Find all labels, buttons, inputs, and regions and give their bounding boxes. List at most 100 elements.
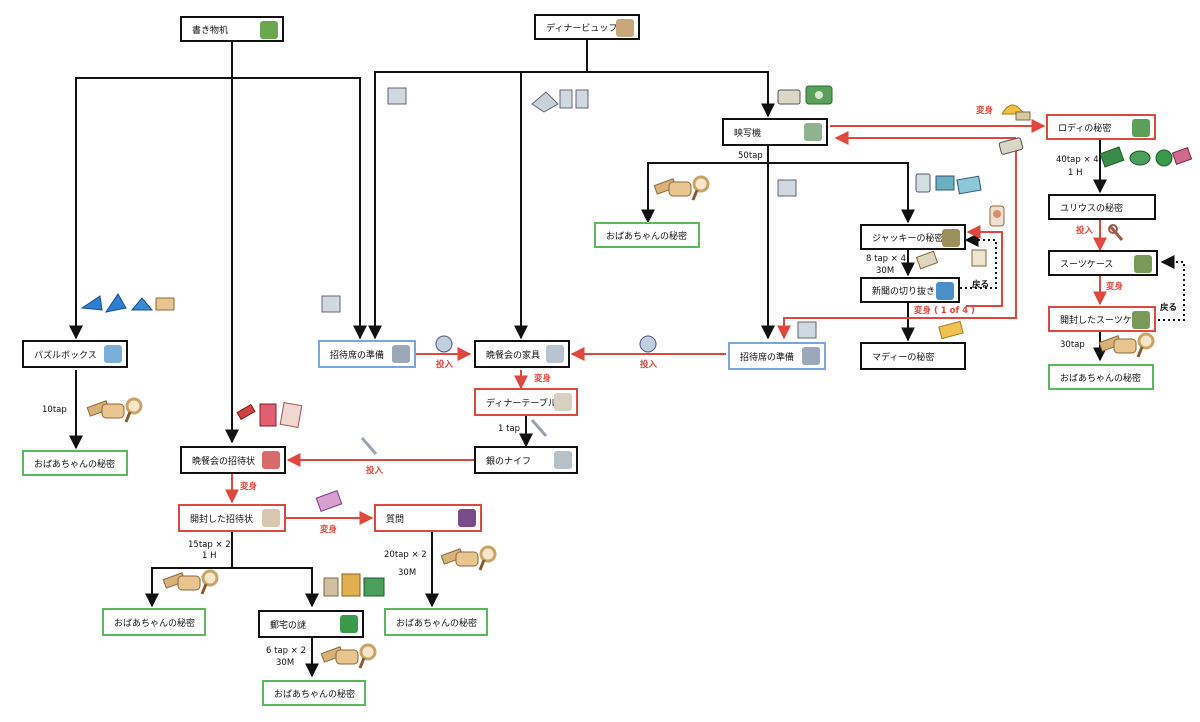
edge-label-tap: 30tap [1060, 340, 1085, 350]
node-julius-secret[interactable]: ユリウスの秘密 [1048, 194, 1156, 220]
node-label: おばあちゃんの秘密 [1060, 373, 1142, 384]
node-guest-seat-prep[interactable]: 招待席の準備 [318, 340, 416, 368]
node-label: ディナーテーブル [486, 398, 557, 409]
node-label: ロディの秘密 [1058, 123, 1112, 134]
node-silver-knife[interactable]: 銀のナイフ [474, 446, 578, 474]
rodi-icon [1132, 119, 1150, 137]
desk-icon [260, 21, 278, 39]
newspaper-icons [915, 249, 987, 270]
node-grandma-secret[interactable]: おばあちゃんの秘密 [102, 608, 206, 636]
edge-label-time: 1 H [202, 551, 217, 561]
edge-label-time: 30M [276, 658, 295, 668]
edge-label-transform: 変身 [1106, 282, 1124, 292]
item-icons [80, 85, 1193, 669]
node-madie-secret[interactable]: マディーの秘密 [860, 342, 966, 370]
node-residence-mystery[interactable]: 郵宅の謎 [258, 610, 364, 638]
camera-icons [915, 173, 982, 195]
edge-label-transform: 変身 [976, 106, 994, 116]
node-label: 開封したスーツケース [1060, 315, 1150, 326]
node-grandma-secret[interactable]: おばあちゃんの秘密 [262, 680, 366, 706]
jackie-icon [942, 229, 960, 247]
node-dinner-table[interactable]: ディナーテーブル [474, 388, 578, 416]
magnifier-icon-group [440, 545, 497, 571]
newspaper-icon [936, 282, 954, 300]
puzzle-box-icon [104, 345, 122, 363]
node-puzzle-box[interactable]: パズルボックス [22, 340, 128, 368]
node-label: 開封した招待状 [190, 514, 254, 525]
magnifier-icon-group [1098, 332, 1155, 358]
edge [514, 71, 587, 340]
node-label: おばあちゃんの秘密 [396, 618, 478, 629]
node-jackie-secret[interactable]: ジャッキーの秘密 [860, 224, 966, 250]
node-opened-suitcase[interactable]: 開封したスーツケース [1048, 306, 1156, 332]
knife-icon [360, 437, 378, 455]
node-label: 映写機 [734, 128, 762, 139]
node-grandma-secret[interactable]: おばあちゃんの秘密 [594, 222, 700, 248]
node-label: パズルボックス [34, 350, 97, 361]
node-banquet-furniture[interactable]: 晩餐会の家具 [474, 340, 570, 368]
node-suitcase[interactable]: スーツケース [1048, 250, 1158, 276]
chairs-icon [531, 89, 589, 113]
edge [145, 532, 233, 608]
edge-label-transform: 変身 [534, 374, 552, 384]
magnifier-icon-group [320, 643, 377, 669]
ticket-icon [938, 320, 964, 340]
edge-label-tap: 40tap × 4 [1056, 155, 1099, 165]
edge-back [1158, 255, 1185, 321]
node-label: 郵宅の謎 [270, 620, 307, 631]
film-reels-icon [777, 85, 833, 105]
edge-label-tap: 50tap [738, 151, 763, 161]
node-label: おばあちゃんの秘密 [34, 459, 116, 470]
film-icon [998, 137, 1024, 155]
edge-label-time: 30M [398, 568, 417, 578]
node-newspaper-clipping[interactable]: 新聞の切り抜き [860, 277, 960, 303]
edge [587, 71, 775, 118]
suitcase-icon [1134, 255, 1152, 273]
node-writing-desk[interactable]: 書き物机 [180, 16, 284, 42]
edge-red [777, 138, 1017, 340]
edge-label-time: 1 H [1068, 168, 1083, 178]
key-icon [1108, 224, 1124, 241]
node-banquet-invitation[interactable]: 晩餐会の招待状 [180, 446, 286, 474]
node-label: おばあちゃんの秘密 [606, 231, 688, 242]
cabinet-icons [323, 573, 385, 597]
node-projector[interactable]: 映写機 [722, 118, 828, 146]
edge-back [960, 233, 997, 289]
node-label: 新聞の切り抜き [872, 286, 936, 297]
node-label: ディナービュッフェ [546, 23, 627, 34]
node-grandma-secret[interactable]: おばあちゃんの秘密 [1048, 364, 1154, 390]
seat-icon [802, 347, 820, 365]
knife-icon [530, 419, 548, 437]
chair-icon [321, 295, 341, 313]
edge [69, 42, 233, 340]
badge-icon [989, 205, 1005, 227]
edge-label-insert: 投入 [1076, 226, 1094, 236]
opened-invitation-icon [262, 509, 280, 527]
node-question[interactable]: 質問 [374, 504, 482, 532]
edge-red [966, 225, 1003, 307]
helmet-vase-icon [639, 335, 657, 353]
edge [768, 162, 915, 224]
node-label: おばあちゃんの秘密 [274, 689, 356, 700]
node-dinner-buffet[interactable]: ディナービュッフェ [534, 14, 640, 40]
node-grandma-secret[interactable]: おばあちゃんの秘密 [22, 450, 128, 476]
edge-label-transform: 変身 [320, 525, 338, 535]
hat-icon [458, 509, 476, 527]
card-icon [315, 490, 343, 512]
treasure-box-icon [340, 615, 358, 633]
buffet-icon [616, 19, 634, 37]
gadget-icons [1099, 146, 1193, 168]
magnifier-icon-group [653, 175, 710, 201]
node-label: ユリウスの秘密 [1060, 203, 1124, 214]
furniture-icon [546, 345, 564, 363]
node-guest-seat-prep[interactable]: 招待席の準備 [728, 342, 826, 370]
opened-suitcase-icon [1132, 311, 1150, 329]
node-label: 銀のナイフ [486, 456, 532, 467]
node-opened-invitation[interactable]: 開封した招待状 [178, 504, 286, 532]
edge-label-tap: 20tap × 2 [384, 550, 427, 560]
edge-label-insert: 投入 [366, 466, 384, 476]
silver-knife-icon [554, 451, 572, 469]
node-grandma-secret[interactable]: おばあちゃんの秘密 [384, 608, 488, 636]
node-rodi-secret[interactable]: ロディの秘密 [1046, 114, 1156, 140]
